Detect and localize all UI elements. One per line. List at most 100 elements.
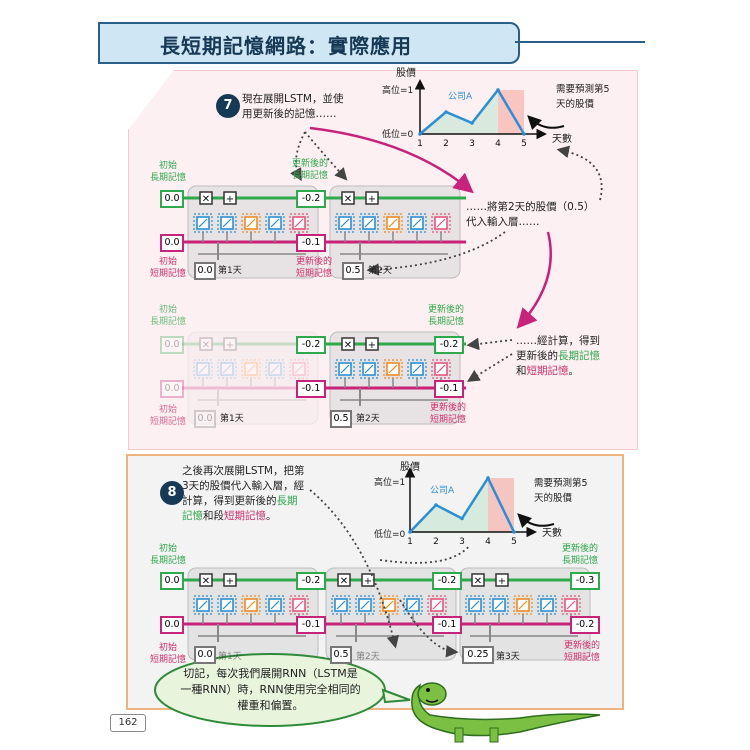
label-init-short-b: 初始短期記憶 — [150, 404, 186, 428]
short-mid-value-a: -0.1 — [296, 234, 326, 252]
long-mid-value-b: -0.2 — [296, 336, 326, 354]
add-gate — [223, 191, 237, 205]
add-symbol: + — [226, 340, 234, 351]
multiply-gate — [341, 191, 355, 205]
label-init-long-c-2: 長期記憶 — [150, 556, 187, 566]
lstm-cell-box — [187, 331, 319, 425]
multiply-gate — [199, 573, 213, 587]
data-point — [444, 110, 448, 114]
activation-curve — [270, 364, 280, 374]
x-tick-label: 1 — [407, 537, 413, 547]
chart2-note-2: 天的股價 — [534, 493, 573, 504]
multiply-symbol: ✕ — [344, 194, 352, 205]
multiply-gate — [337, 573, 351, 587]
step8-line4-a: 記憶 — [182, 510, 203, 522]
lstm-unit-a1: ✕+ — [182, 185, 324, 279]
result-line2-b: 長期記憶 — [558, 350, 600, 362]
result-line3-a: 和 — [516, 365, 527, 377]
activation-curve — [436, 364, 446, 374]
input-day1-b: 0.0 — [194, 410, 216, 428]
chart2-ylabel: 股價 — [400, 462, 420, 473]
chart1-note-2: 天的股價 — [556, 99, 595, 110]
page-number: 162 — [110, 714, 146, 732]
activation-curve — [412, 218, 422, 228]
long-mid1-value-c: -0.2 — [296, 572, 326, 590]
result-text: ……經計算，得到 更新後的長期記憶 和短期記憶。 — [516, 334, 600, 379]
label-upd-short-c: 更新後的短期記憶 — [564, 640, 600, 664]
short-out-value-c: -0.2 — [570, 616, 600, 634]
label-upd-short-a: 更新後的短期記憶 — [296, 256, 332, 280]
short-out-value-b: -0.1 — [434, 380, 464, 398]
step7-text: 現在展開LSTM，並使 用更新後的記憶…… — [242, 92, 344, 122]
step8-line4-d: 。 — [266, 510, 277, 522]
panel-corner-cut — [128, 70, 174, 130]
label-init-long-b: 初始長期記憶 — [150, 304, 186, 328]
label-upd-long-a-1: 更新後的 — [292, 159, 329, 169]
day1-label-a: 第1天 — [218, 266, 242, 276]
activation-curve — [270, 600, 280, 610]
x-tick-label: 3 — [469, 139, 475, 149]
label-upd-long-b-2: 長期記憶 — [428, 317, 465, 327]
activation-curve — [246, 600, 256, 610]
chart1-ylabel: 股價 — [396, 68, 416, 79]
arrow-dotted-3 — [556, 145, 603, 201]
x-tick-label: 4 — [495, 139, 501, 149]
multiply-symbol: ✕ — [202, 340, 210, 351]
title-banner — [98, 22, 520, 64]
result-line3: 和短期記憶。 — [516, 364, 600, 379]
multiply-symbol: ✕ — [202, 576, 210, 587]
lstm-cell-box — [329, 331, 461, 425]
lstm-unit-a2: ✕+ — [324, 185, 466, 279]
arrow-dotted-8 — [399, 599, 459, 658]
label-init-long-b-1: 初始 — [159, 305, 178, 315]
day2-label-b: 第2天 — [356, 414, 380, 424]
activation-curve — [436, 218, 446, 228]
result-line2: 更新後的長期記憶 — [516, 349, 600, 364]
data-point — [486, 476, 490, 480]
activation-curve — [340, 364, 350, 374]
lstm-cell-box — [325, 567, 457, 661]
arrow-memory-to-input — [309, 126, 474, 194]
multiply-gate — [199, 337, 213, 351]
arrow-dotted-6 — [466, 353, 513, 382]
x-tick-label: 2 — [443, 139, 449, 149]
input-day1-a: 0.0 — [194, 262, 216, 280]
activation-frame — [289, 359, 309, 379]
label-init-long-1: 初始 — [159, 161, 178, 171]
step7-line1: 現在展開LSTM，並使 — [242, 93, 344, 105]
step8-text: 之後再次展開LSTM，把第 3天的股價代入輸入層，經 計算，得到更新後的長期 記… — [182, 464, 305, 524]
multiply-gate — [471, 573, 485, 587]
short-mid-value-b: -0.1 — [296, 380, 326, 398]
activation-curve — [360, 600, 370, 610]
label-upd-short-b-1: 更新後的 — [430, 403, 467, 413]
arrow-dotted-5 — [466, 337, 513, 351]
activation-curve — [408, 600, 418, 610]
label-upd-short-b: 更新後的短期記憶 — [430, 402, 466, 426]
chart1-low-label: 低位=0 — [382, 130, 414, 140]
data-point — [418, 132, 422, 136]
add-symbol: + — [368, 340, 376, 351]
short-mid1-value-c: -0.1 — [296, 616, 326, 634]
step8-line2: 3天的股價代入輸入層，經 — [182, 480, 305, 492]
label-init-short-2: 短期記憶 — [150, 269, 187, 279]
activation-frame — [265, 359, 285, 379]
input-day2-a: 0.5 — [342, 262, 364, 280]
add-symbol: + — [226, 194, 234, 205]
day1-label-b: 第1天 — [220, 414, 244, 424]
label-upd-short-c-1: 更新後的 — [564, 641, 601, 651]
lstm-cell-box — [459, 567, 591, 661]
label-upd-short-a-2: 短期記憶 — [296, 269, 333, 279]
bubble-text: 切記，每次我們展開RNN（LSTM是 一種RNN）時，RNN使用完全相同的 權重… — [168, 666, 373, 714]
step7-line2: 用更新後的記憶…… — [242, 108, 337, 120]
result-line3-b: 短期記憶 — [526, 365, 569, 377]
data-point — [512, 530, 516, 534]
long-mid-value-a: -0.2 — [296, 190, 326, 208]
chart2-xlabel: 天數 — [542, 528, 562, 539]
multiply-symbol: ✕ — [202, 194, 210, 205]
activation-curve — [340, 218, 350, 228]
multiply-gate — [199, 191, 213, 205]
add-symbol: + — [364, 576, 372, 587]
add-gate — [223, 337, 237, 351]
